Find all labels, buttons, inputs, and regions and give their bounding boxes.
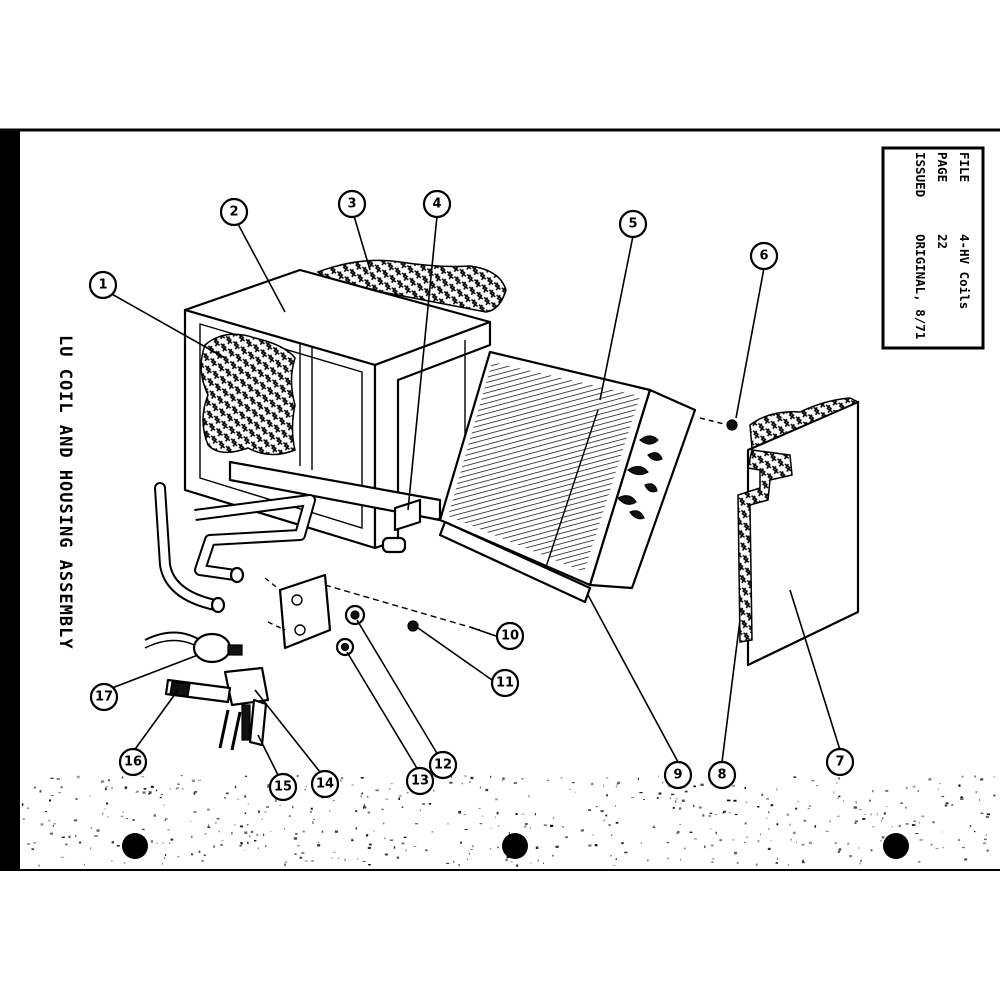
callout-17: 17 <box>89 682 119 712</box>
callout-8: 8 <box>707 760 737 790</box>
binder-hole-center <box>502 833 528 859</box>
part-1-insulation-side <box>200 333 296 456</box>
info-issued-label: ISSUED <box>913 152 928 197</box>
part-3-insulation-top <box>316 259 507 313</box>
callout-7: 7 <box>825 747 855 777</box>
diagram-title: LU COIL AND HOUSING ASSEMBLY <box>55 335 75 650</box>
part-5-coil <box>438 350 697 604</box>
leader-lines <box>109 215 841 776</box>
part-16-inlet-fitting <box>164 678 232 704</box>
part-15-outlet-fitting <box>218 698 268 751</box>
info-box: FILE 4-HV Coils PAGE 22 ISSUED ORIGINAL,… <box>881 146 985 350</box>
part-6-screw <box>699 417 738 431</box>
part-4-drain-bracket <box>381 498 422 554</box>
svg-text:11: 11 <box>496 676 514 691</box>
callout-13: 13 <box>405 766 435 796</box>
svg-text:1: 1 <box>98 278 107 293</box>
drain-tubing <box>154 482 316 614</box>
part-10-bracket-plate <box>264 573 481 650</box>
part-14-valve-body <box>223 666 270 741</box>
svg-text:6: 6 <box>759 249 768 264</box>
info-page-label: PAGE <box>935 152 950 182</box>
info-file-label: FILE <box>957 152 972 182</box>
callout-12: 12 <box>428 750 458 780</box>
callout-9: 9 <box>663 760 693 790</box>
svg-text:4: 4 <box>432 197 441 212</box>
svg-text:9: 9 <box>673 768 682 783</box>
binder-hole-right <box>883 833 909 859</box>
callout-14: 14 <box>310 769 340 799</box>
svg-text:14: 14 <box>316 777 334 792</box>
info-page-value: 22 <box>935 234 950 249</box>
svg-text:2: 2 <box>229 205 238 220</box>
svg-text:16: 16 <box>124 755 142 770</box>
svg-text:13: 13 <box>411 774 429 789</box>
callout-6: 6 <box>749 241 779 271</box>
callout-2: 2 <box>219 197 249 227</box>
part-17-thermostatic-bulb <box>144 631 243 664</box>
info-issued-value: ORIGINAL, 8/71 <box>913 234 928 339</box>
svg-text:3: 3 <box>347 197 356 212</box>
callout-3: 3 <box>337 189 367 219</box>
svg-text:17: 17 <box>95 690 113 705</box>
callout-4: 4 <box>422 189 452 219</box>
callout-16: 16 <box>118 747 148 777</box>
part-8-insulation-strip <box>737 449 793 643</box>
binder-holes <box>122 833 909 859</box>
part-2-housing <box>183 268 492 550</box>
info-file-value: 4-HV Coils <box>957 234 972 309</box>
part-12-nut <box>344 604 366 626</box>
callout-10: 10 <box>495 621 525 651</box>
part-11-washer <box>407 620 419 632</box>
svg-text:5: 5 <box>628 217 637 232</box>
callout-11: 11 <box>490 668 520 698</box>
callout-5: 5 <box>618 209 648 239</box>
coil-return-bends <box>617 435 663 520</box>
svg-text:15: 15 <box>274 780 292 795</box>
part-13-fitting <box>335 637 355 657</box>
callout-15: 15 <box>268 772 298 802</box>
svg-text:8: 8 <box>717 768 726 783</box>
svg-text:7: 7 <box>835 755 844 770</box>
callout-1: 1 <box>88 270 118 300</box>
page-frame <box>0 128 1000 871</box>
binder-hole-left <box>122 833 148 859</box>
part-7-panel <box>746 397 860 667</box>
svg-text:12: 12 <box>434 758 452 773</box>
svg-text:10: 10 <box>501 629 519 644</box>
